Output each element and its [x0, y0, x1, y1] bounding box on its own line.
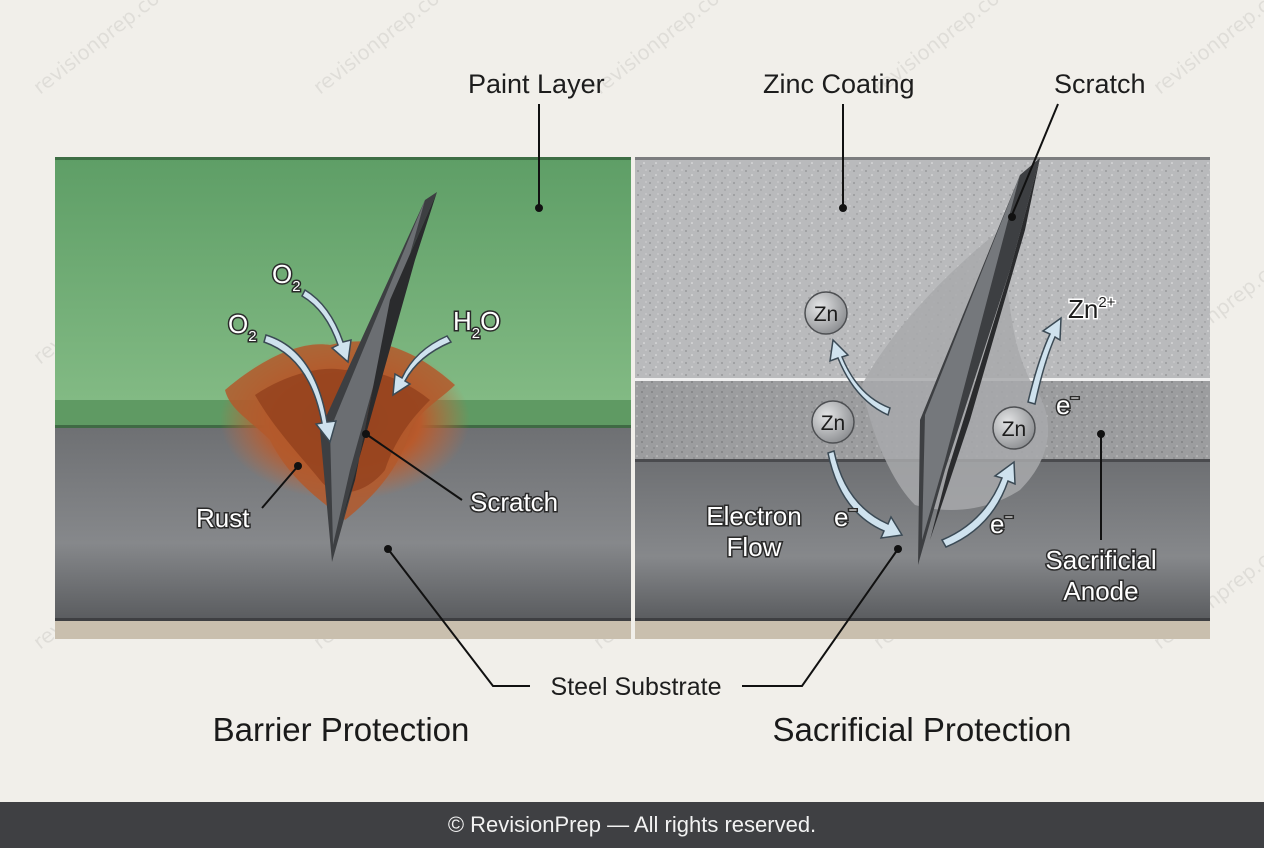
- scratch-left-leader: [362, 430, 463, 501]
- panel-divider: [631, 155, 635, 641]
- zn-atom-upper: Zn: [804, 291, 848, 335]
- h2o-arrow: [392, 335, 453, 397]
- svg-text:Zn: Zn: [821, 412, 846, 435]
- zn-release-arrow: [829, 338, 891, 417]
- copyright-footer: © RevisionPrep — All rights reserved.: [0, 802, 1264, 848]
- sacrificial-panel: Zn Zn Zn Zn2+ e− e− e−: [635, 69, 1210, 687]
- barrier-panel: O2 O2 H2O Paint Layer Scratch Rust: [55, 69, 631, 687]
- paint-layer-label: Paint Layer: [468, 69, 605, 99]
- o2-arrow-upper: [301, 288, 352, 364]
- scratch-groove-left: [320, 192, 437, 562]
- rust-leader: [261, 462, 302, 509]
- scratch-left-label: Scratch: [470, 487, 558, 517]
- electron-label-right: e−: [990, 509, 1013, 539]
- electron-flow-arrow-left: [827, 450, 904, 539]
- o2-label-lower: O2: [228, 309, 257, 345]
- sacrificial-anode-label-line1: Sacrificial: [1045, 545, 1156, 575]
- electron-flow-arrow-right: [940, 460, 1016, 548]
- zn-ion-arrow: [1027, 316, 1062, 405]
- svg-text:Zn: Zn: [1002, 418, 1027, 441]
- h2o-label: H2O: [453, 306, 500, 342]
- zinc-coating-label: Zinc Coating: [763, 69, 915, 99]
- steel-substrate-label: Steel Substrate: [551, 673, 722, 701]
- zinc-coating-leader: [839, 104, 847, 212]
- watermark: revisionprep.com: [308, 0, 459, 99]
- paint-layer-leader: [535, 104, 543, 212]
- steel-substrate-leader-right: [742, 545, 902, 687]
- electron-flow-label-line2: Flow: [727, 532, 782, 562]
- electron-label-upper: e−: [1056, 390, 1079, 420]
- copyright-text: © RevisionPrep — All rights reserved.: [447, 812, 817, 837]
- zn-atom-right: Zn: [992, 406, 1036, 450]
- zn-atom-middle: Zn: [811, 400, 855, 444]
- watermark: revisionprep.com: [28, 0, 179, 99]
- scratch-groove-right: [918, 158, 1040, 565]
- watermark: revisionprep.com: [1148, 0, 1264, 99]
- sacrificial-anode-label-line2: Anode: [1063, 576, 1138, 606]
- electron-label-left: e−: [834, 502, 857, 532]
- rust-label: Rust: [196, 503, 250, 533]
- barrier-protection-title: Barrier Protection: [213, 711, 470, 748]
- o2-label-upper: O2: [272, 259, 301, 295]
- electron-flow-label-line1: Electron: [706, 501, 801, 531]
- sacrificial-protection-title: Sacrificial Protection: [773, 711, 1072, 748]
- scratch-right-label: Scratch: [1054, 69, 1146, 99]
- watermark: revisionprep.com: [588, 0, 739, 99]
- sacrificial-anode-leader: [1097, 430, 1105, 540]
- o2-arrow-lower: [263, 334, 338, 444]
- scratch-right-leader: [1008, 103, 1059, 221]
- svg-text:Zn: Zn: [814, 303, 839, 326]
- zn-ion-label: Zn2+: [1068, 294, 1116, 324]
- steel-substrate-leader-left: [384, 545, 530, 687]
